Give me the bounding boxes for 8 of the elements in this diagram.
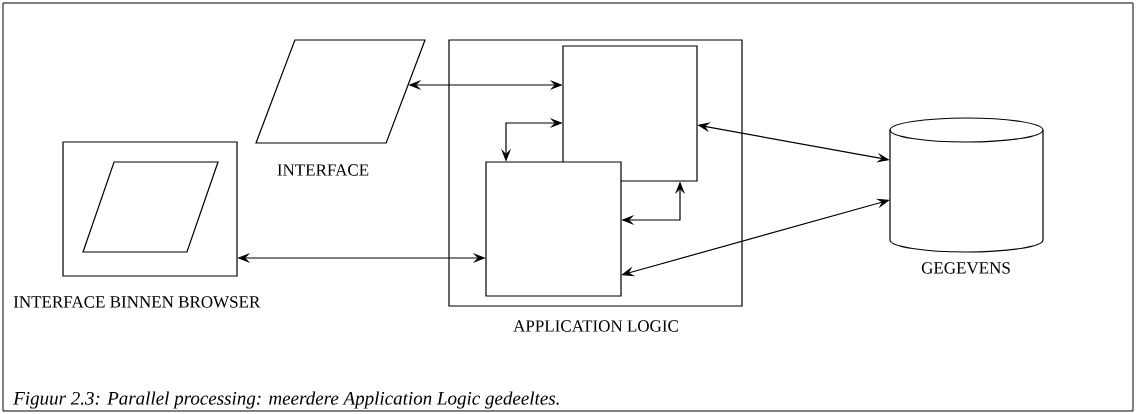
node-label: GEGEVENS [921,262,1010,274]
node-label: INTERFACE [277,164,369,176]
node-label: INTERFACE BINNEN BROWSER [13,296,261,308]
caption: Figuur 2.3: Parallel processing: meerdere Application Logic gedeeltes. [13,391,559,409]
frame-box [562,45,698,182]
interface-parallelogram [82,161,219,253]
node-label: APPLICATION LOGIC [513,320,678,332]
frame-box [485,161,622,297]
